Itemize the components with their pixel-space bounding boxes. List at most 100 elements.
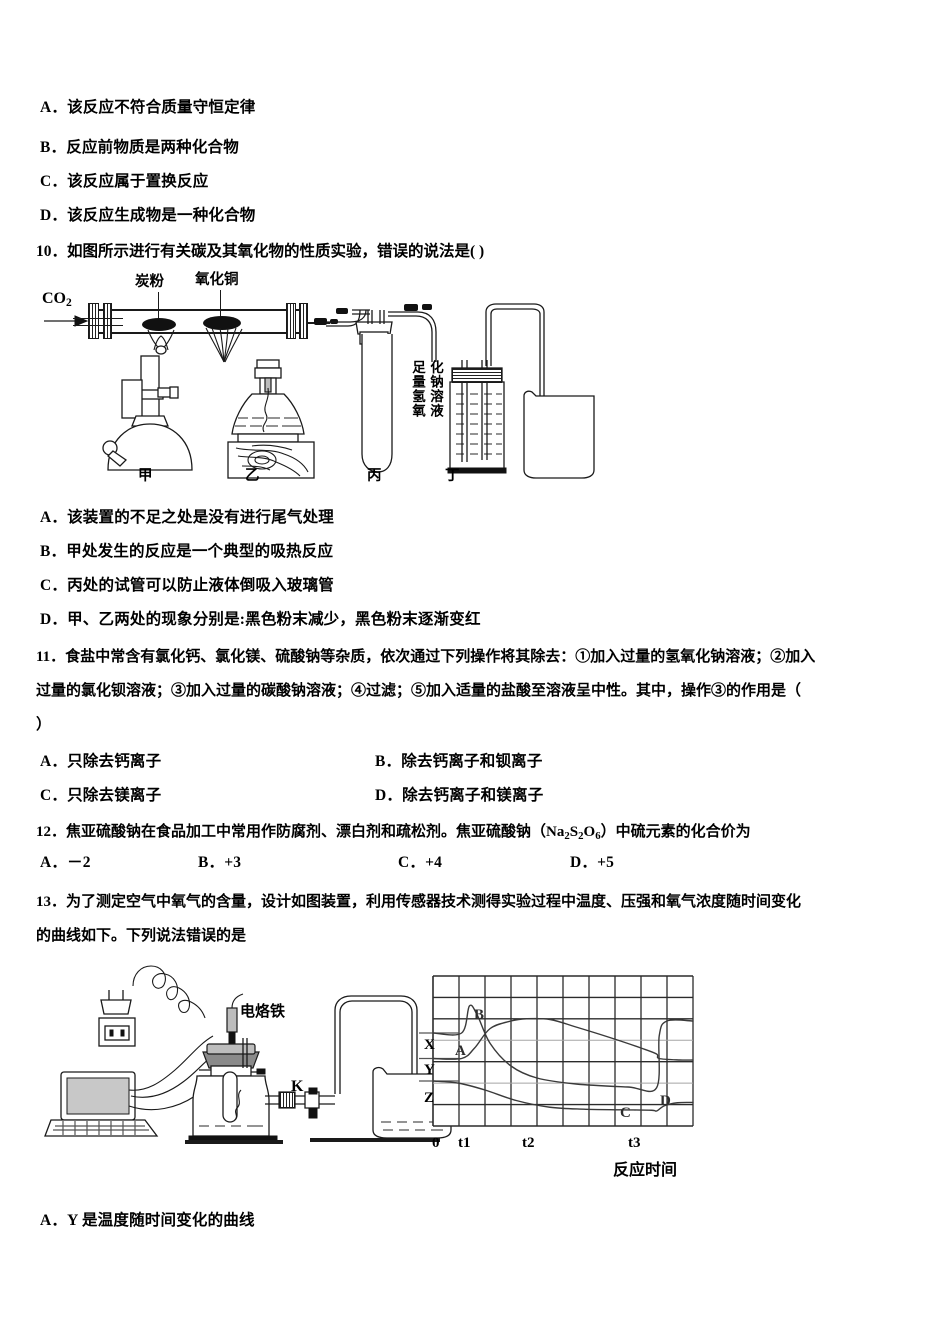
option-row: C．只除去镁离子 (40, 786, 161, 806)
valve-label-k: K (291, 1078, 304, 1095)
station-label-ding: 丁 (445, 468, 460, 484)
left-stopper (88, 303, 99, 339)
option-label: A． (40, 753, 68, 770)
chart-series-line (432, 1017, 694, 1061)
soldering-iron-label: 电烙铁 (240, 1003, 286, 1020)
sensor-curves-chart (419, 975, 694, 1127)
option-row: C．丙处的试管可以防止液体倒吸入玻璃管 (40, 576, 334, 596)
left-stopper (103, 303, 112, 339)
option-label: D． (570, 854, 598, 871)
option-row: A．Y 是温度随时间变化的曲线 (40, 1211, 255, 1231)
question-stem: 10．如图所示进行有关碳及其氧化物的性质实验，错误的说法是( ) (36, 241, 484, 263)
tube-bing-to-ding (388, 311, 437, 362)
annotation-b: B (474, 1007, 485, 1023)
gas-flow-arrow-icon (44, 315, 89, 327)
copper-oxide-deposit (203, 316, 241, 330)
option-label: B． (40, 543, 67, 560)
leader-line (158, 292, 160, 322)
option-row: D．+5 (570, 853, 614, 873)
option-row: B．+3 (198, 853, 241, 873)
figure-carbon-apparatus: CO2 炭粉 氧化铜 (40, 268, 595, 493)
gas-washing-bottle-ding (447, 360, 507, 474)
chart-xlabel: 反应时间 (613, 1162, 678, 1179)
y-tick-label-y: Y (424, 1062, 435, 1078)
option-row: B．除去钙离子和钡离子 (375, 752, 543, 772)
test-tube-bing (352, 309, 393, 473)
formula-o: O (583, 824, 596, 840)
bottle-stopper (452, 368, 502, 383)
option-text: 甲、乙两处的现象分别是:黑色粉末减少，黑色粉末逐渐变红 (67, 611, 481, 628)
question-stem: 13．为了测定空气中氧气的含量，设计如图装置，利用传感器技术测得实验过程中温度、… (36, 894, 802, 910)
chart-svg (419, 975, 694, 1127)
option-label: D． (375, 787, 403, 804)
rubber-connector (314, 318, 327, 325)
option-row: C．该反应属于置换反应 (40, 172, 208, 192)
copper-oxide-label: 氧化铜 (195, 272, 239, 288)
option-label: B． (198, 854, 225, 871)
option-row: C．+4 (398, 853, 442, 873)
option-row: A．该装置的不足之处是没有进行尾气处理 (40, 508, 334, 528)
inlet-tube (73, 318, 123, 320)
station-label-bing: 丙 (367, 468, 382, 484)
option-text: －2 (67, 854, 91, 871)
annotation-a: A (455, 1043, 466, 1059)
chart-series-line (432, 1004, 694, 1093)
option-text: 该装置的不足之处是没有进行尾气处理 (67, 509, 334, 526)
rubber-connector (336, 308, 348, 314)
water-beaker (372, 1066, 452, 1139)
option-text: 只除去钙离子 (67, 753, 162, 770)
right-stopper (299, 303, 308, 339)
question-text: 食盐中常含有氯化钙、氯化镁、硫酸钠等杂质，依次通过下列操作将其除去：①加入过量的… (65, 649, 816, 665)
naoh-solution-label-col1: 足量氢氧 (410, 360, 425, 418)
option-label: A． (40, 509, 68, 526)
y-tick-label-x: X (424, 1037, 435, 1053)
option-text: 除去钙离子和镁离子 (402, 787, 544, 804)
flame-icon (147, 329, 175, 355)
option-label: A． (40, 1212, 68, 1229)
option-row: B．甲处发生的反应是一个典型的吸热反应 (40, 542, 333, 562)
option-text: +3 (224, 854, 242, 871)
question-stem: 12．焦亚硫酸钠在食品加工中常用作防腐剂、漂白剂和疏松剂。焦亚硫酸钠（Na2S2… (36, 824, 751, 843)
option-text: 该反应属于置换反应 (67, 173, 209, 190)
option-label: D． (40, 207, 68, 224)
rubber-connector (422, 304, 432, 310)
question-stem-cont: ） (36, 717, 52, 733)
y-tick-label-z: Z (424, 1090, 435, 1106)
tube-ding-to-beaker (485, 303, 545, 474)
laptop-computer (44, 1071, 159, 1137)
station-label-jia: 甲 (138, 468, 153, 484)
question-number: 13． (36, 894, 67, 910)
bench-surface (185, 1140, 283, 1144)
option-label: C． (40, 787, 68, 804)
glass-tube-wall (90, 332, 305, 334)
annotation-d: D (660, 1093, 671, 1109)
option-row: A．只除去钙离子 (40, 752, 161, 772)
figure-oxygen-apparatus: 电烙铁 (44, 960, 452, 1160)
option-label: B． (40, 139, 67, 156)
question-stem: 11．食盐中常含有氯化钙、氯化镁、硫酸钠等杂质，依次通过下列操作将其除去：①加入… (36, 646, 815, 668)
inlet-tube (73, 325, 123, 327)
option-label: A． (40, 854, 68, 871)
co2-inlet-label: CO2 (42, 290, 72, 310)
leader-line (220, 290, 222, 322)
carbon-powder-deposit (142, 318, 176, 331)
option-label: B． (375, 753, 402, 770)
option-text: 除去钙离子和钡离子 (401, 753, 543, 770)
option-label: A． (40, 99, 68, 116)
glass-tube-wall (90, 309, 305, 311)
option-text: 丙处的试管可以防止液体倒吸入玻璃管 (67, 577, 334, 594)
option-row: D．除去钙离子和镁离子 (375, 786, 543, 806)
chart-series-line (432, 1080, 694, 1112)
reaction-bottle (188, 1038, 278, 1143)
option-label: C． (398, 854, 426, 871)
option-text: 甲处发生的反应是一个典型的吸热反应 (66, 543, 334, 560)
option-row: A．－2 (40, 853, 91, 873)
formula-sub-s: 2 (578, 830, 584, 843)
question-number: 10． (36, 243, 68, 260)
option-label: C． (40, 173, 68, 190)
right-stopper (286, 303, 296, 339)
formula-sub-o: 6 (595, 830, 601, 843)
station-label-yi: 乙 (245, 468, 260, 484)
alcohol-burner-jia (102, 355, 193, 471)
